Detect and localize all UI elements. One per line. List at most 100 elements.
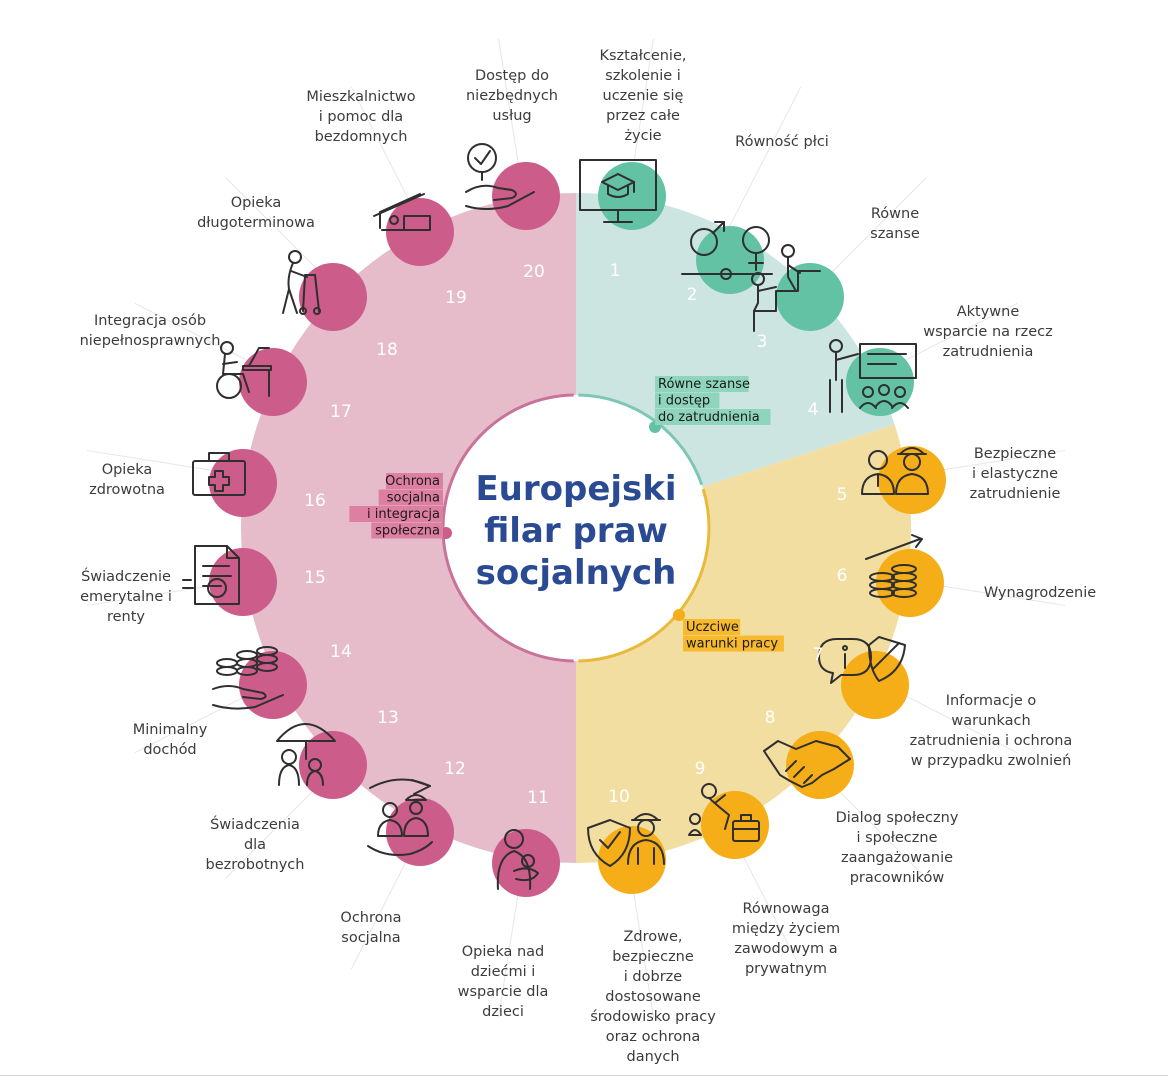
- principle-label-line: warunkach: [951, 713, 1030, 729]
- chapter-tag-bg: [378, 489, 443, 506]
- principle-label-line: zatrudnienia i ochrona: [910, 733, 1073, 749]
- title-line: socjalnych: [476, 553, 677, 593]
- safety-worker-icon: [587, 813, 665, 867]
- principle-label-line: Dialog społeczny: [836, 810, 959, 826]
- title-line: filar praw: [484, 511, 668, 551]
- chapter-tag-bg: [655, 376, 749, 392]
- parent-child-icon: [496, 829, 539, 890]
- principle-label: Równość płci: [735, 134, 829, 150]
- principle-label-line: danych: [626, 1049, 679, 1065]
- principle-11: 11: [492, 788, 560, 897]
- principle-number: 19: [445, 288, 467, 308]
- principle-number: 14: [330, 642, 352, 662]
- principle-number: 7: [813, 645, 824, 665]
- principle-label-line: oraz ochrona: [606, 1029, 701, 1045]
- principle-label-line: dostosowane: [605, 989, 701, 1005]
- chapter-tag-line: Równe szanse: [658, 377, 750, 392]
- principle-number: 1: [610, 261, 621, 281]
- principle-circle: [776, 263, 844, 331]
- principle-circle: [209, 548, 277, 616]
- principle-label-line: Ochrona: [340, 910, 401, 926]
- principle-number: 5: [837, 485, 848, 505]
- info-shield-icon: [818, 636, 906, 684]
- principle-circle: [786, 731, 854, 799]
- principle-label-line: zaangażowanie: [841, 850, 953, 866]
- principle-label-line: Informacje o: [946, 693, 1037, 709]
- principle-19: 19: [373, 193, 467, 308]
- principle-label-line: wsparcie na rzecz: [923, 324, 1052, 340]
- principle-number: 4: [808, 400, 819, 420]
- principle-number: 12: [444, 759, 466, 779]
- principle-9: 9: [688, 759, 769, 859]
- principle-label-line: Równowaga: [742, 901, 829, 917]
- principle-number: 13: [377, 708, 399, 728]
- hand-check-icon: [465, 143, 535, 210]
- principle-circle: [386, 198, 454, 266]
- principle-label-line: niezbędnych: [466, 88, 558, 104]
- principle-label-line: zatrudnienia: [943, 344, 1034, 360]
- principle-number: 20: [523, 262, 545, 282]
- principle-14: 14: [212, 642, 352, 719]
- chapter-tag-bg: [655, 392, 720, 409]
- chapter-tag-line: i integracja: [367, 507, 440, 522]
- principle-label-line: w przypadku zwolnień: [911, 753, 1072, 769]
- principle-label-line: bezdomnych: [315, 129, 408, 145]
- chapter-tag-bg: [349, 506, 443, 522]
- bottom-rule: [0, 1075, 1168, 1076]
- principle-label-line: środowisko pracy: [590, 1009, 716, 1025]
- chapter-tag-line: do zatrudnienia: [658, 410, 760, 425]
- principle-label-line: dochód: [143, 742, 196, 758]
- principle-5: 5: [837, 446, 946, 514]
- chapter-dot: [673, 609, 685, 621]
- principle-label-line: dla: [244, 837, 266, 853]
- chapter-tag-line: i dostęp: [658, 394, 710, 409]
- principle-circle: [386, 798, 454, 866]
- principle-number: 15: [304, 568, 326, 588]
- wheelchair-desk-icon: [216, 341, 272, 399]
- principle-label-line: Opieka: [231, 195, 282, 211]
- principle-label-line: dzieci: [482, 1004, 524, 1020]
- principle-number: 3: [757, 332, 768, 352]
- protected-workers-icon: [367, 778, 433, 856]
- principle-label-line: Opieka: [102, 462, 153, 478]
- principle-label: Wynagrodzenie: [984, 585, 1096, 601]
- principle-label-line: prywatnym: [745, 961, 827, 977]
- elderly-walker-icon: [282, 250, 321, 315]
- principle-circle: [209, 449, 277, 517]
- chapter-tag-bg: [655, 409, 771, 425]
- principle-label-line: bezpieczne: [612, 949, 694, 965]
- principle-15: 15: [182, 545, 326, 616]
- principle-label-line: życie: [624, 128, 661, 144]
- principle-label-line: zatrudnienie: [970, 486, 1061, 502]
- principle-circle: [598, 826, 666, 894]
- principle-label-line: Zdrowe,: [623, 929, 682, 945]
- screen-graduation-cap-icon: [579, 159, 657, 223]
- principle-number: 16: [304, 491, 326, 511]
- parent-briefcase-icon: [688, 783, 760, 842]
- principle-label-line: Równość płci: [735, 134, 829, 150]
- principle-label: Informacje o warunkach zatrudnienia i ochr…: [910, 693, 1073, 769]
- principle-label-line: pracowników: [850, 870, 945, 886]
- umbrella-family-icon: [276, 723, 336, 786]
- principle-label-line: renty: [107, 609, 145, 625]
- principle-number: 6: [837, 566, 848, 586]
- chapter-tag-bg: [683, 635, 784, 652]
- principle-18: 18: [282, 250, 398, 360]
- coins-growth-icon: [865, 534, 923, 598]
- principle-label-line: szkolenie i: [605, 68, 681, 84]
